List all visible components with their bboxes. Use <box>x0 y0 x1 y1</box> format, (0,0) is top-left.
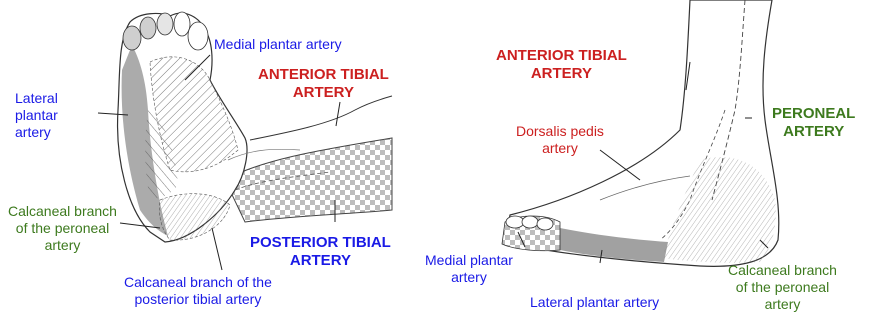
label-anterior-tibial-artery-left: ANTERIOR TIBIAL ARTERY <box>258 66 389 102</box>
label-calcaneal-branch-posterior-tibial: Calcaneal branch of the posterior tibial… <box>124 274 272 308</box>
label-medial-plantar-artery-right: Medial plantar artery <box>425 252 513 286</box>
label-lateral-plantar-artery-right: Lateral plantar artery <box>530 294 659 311</box>
label-lateral-plantar-artery-left: Lateral plantar artery <box>15 90 58 141</box>
label-peroneal-artery: PERONEAL ARTERY <box>772 105 855 141</box>
label-medial-plantar-artery-left: Medial plantar artery <box>214 36 342 53</box>
label-posterior-tibial-artery: POSTERIOR TIBIAL ARTERY <box>250 234 391 270</box>
label-dorsalis-pedis-artery: Dorsalis pedis artery <box>516 123 604 157</box>
label-calcaneal-branch-peroneal-left: Calcaneal branch of the peroneal artery <box>8 203 117 254</box>
label-anterior-tibial-artery-right: ANTERIOR TIBIAL ARTERY <box>496 47 627 83</box>
left-leg-shape <box>225 138 392 222</box>
label-calcaneal-branch-peroneal-right: Calcaneal branch of the peroneal artery <box>728 262 837 313</box>
